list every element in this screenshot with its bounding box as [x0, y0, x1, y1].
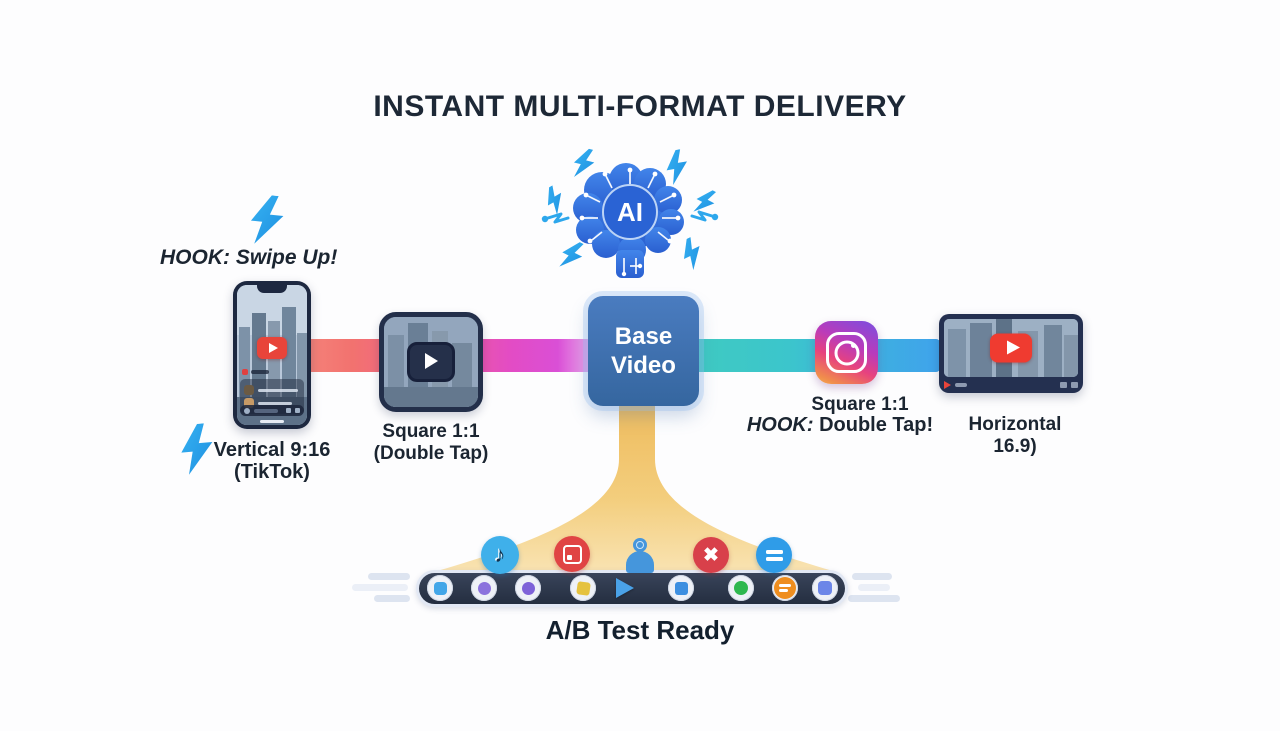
city-video-thumbnail — [237, 285, 307, 425]
hook-swipe-label: HOOK: Swipe Up! — [160, 246, 338, 269]
variant-app-icon[interactable] — [772, 575, 798, 601]
text-line-glyph — [765, 556, 783, 561]
play-control-icon[interactable] — [944, 380, 951, 389]
page-title: INSTANT MULTI-FORMAT DELIVERY — [373, 90, 907, 123]
fullscreen-control-icon[interactable] — [1071, 381, 1078, 388]
camera-lens-icon — [834, 340, 859, 365]
speed-line — [852, 573, 892, 580]
emoji-icon[interactable] — [244, 407, 250, 414]
blue-square-glyph — [818, 581, 832, 595]
square-format-line2: (Double Tap) — [373, 443, 489, 464]
speed-line — [352, 584, 408, 591]
avatar — [244, 385, 254, 395]
blue-square-glyph — [433, 581, 447, 595]
orange-text-glyph — [774, 577, 796, 599]
variant-app-icon[interactable] — [427, 575, 453, 601]
x-mark-icon[interactable]: ✖ — [693, 537, 729, 573]
camera-flash-dot — [851, 343, 856, 348]
ai-brain-icon: AI — [540, 146, 720, 278]
phone-notch — [257, 285, 287, 293]
phone-action-bar — [240, 405, 304, 416]
variant-app-icon[interactable] — [728, 575, 754, 601]
person-camera-icon[interactable] — [620, 538, 660, 574]
purple-circle-glyph — [477, 581, 491, 595]
ab-test-ready-label: A/B Test Ready — [545, 615, 735, 645]
funnel-shape — [437, 404, 833, 574]
square-video-tile — [379, 312, 483, 412]
purple-circle-glyph — [521, 581, 535, 595]
variant-app-icon[interactable] — [471, 575, 497, 601]
ribbon-right-gradient — [666, 339, 940, 372]
instagram-camera-glyph — [826, 332, 867, 373]
camera-head-glyph — [633, 538, 647, 552]
instagram-icon[interactable] — [815, 321, 878, 384]
square-format-label: Square 1:1 (Double Tap) — [351, 421, 511, 465]
green-circle-glyph — [734, 581, 748, 595]
ai-label: AI — [617, 197, 643, 227]
avatar — [244, 398, 254, 408]
square-format-line1: Square 1:1 — [382, 421, 480, 442]
speed-line — [368, 573, 410, 580]
speed-line — [374, 595, 410, 602]
share-icon[interactable] — [286, 408, 291, 413]
play-button-icon[interactable] — [407, 342, 455, 382]
instagram-format-label: Square 1:1 — [811, 394, 909, 415]
yellow-blob-glyph — [575, 580, 591, 596]
comment-text-line — [258, 388, 298, 392]
ab-test-conveyor-bar — [416, 570, 848, 607]
lightning-icon — [181, 423, 213, 475]
vertical-format-label: Vertical 9:16 (TikTok) — [192, 439, 352, 483]
live-badge — [242, 369, 269, 375]
youtube-play-icon[interactable] — [990, 333, 1032, 363]
hook-double-tap-label: HOOK: Double Tap! — [740, 414, 940, 437]
settings-control-icon[interactable] — [1060, 381, 1067, 388]
blue-box-glyph — [674, 581, 688, 595]
camera-glyph — [562, 544, 582, 564]
comment-row — [244, 398, 300, 408]
red-camera-icon[interactable] — [554, 536, 590, 572]
youtube-play-icon[interactable] — [257, 337, 287, 359]
progress-pill — [251, 370, 269, 374]
speed-line — [848, 595, 900, 602]
variant-app-icon[interactable] — [570, 575, 596, 601]
music-note-glyph: ♪ — [494, 542, 506, 567]
play-triangle-icon[interactable] — [616, 578, 634, 598]
subtitles-icon[interactable] — [756, 537, 792, 573]
base-video-line1: Base — [614, 323, 673, 350]
base-video-line2: Video — [611, 352, 676, 379]
comment-text-line — [258, 401, 292, 405]
more-icon[interactable] — [295, 408, 300, 413]
text-line-glyph — [765, 549, 783, 554]
comment-row — [244, 385, 300, 395]
base-video-box: Base Video — [588, 296, 699, 406]
horizontal-format-label: Horizontal 16.9) — [968, 414, 1062, 457]
person-body-glyph — [626, 551, 654, 573]
variant-app-icon[interactable] — [812, 575, 838, 601]
lightning-icon — [250, 195, 284, 244]
variant-app-icon[interactable] — [515, 575, 541, 601]
comment-input[interactable] — [254, 408, 278, 413]
tiktok-icon[interactable]: ♪ — [481, 536, 519, 574]
vertical-format-line1: Vertical 9:16 — [213, 439, 331, 461]
timestamp-pill — [955, 382, 967, 387]
hook-prefix: HOOK: — [746, 414, 814, 436]
speed-line — [858, 584, 890, 591]
variant-app-icon[interactable] — [668, 575, 694, 601]
x-glyph: ✖ — [703, 544, 719, 566]
hook-text: Double Tap! — [813, 414, 934, 436]
youtube-player-mockup — [939, 314, 1083, 393]
phone-screen — [237, 285, 307, 425]
vertical-format-line2: (TikTok) — [234, 461, 310, 483]
record-dot-icon — [242, 369, 248, 375]
player-controls — [944, 379, 1078, 390]
conveyor-inner — [419, 573, 845, 604]
player-screen — [944, 319, 1078, 377]
phone-mockup — [233, 281, 311, 429]
home-indicator — [260, 420, 284, 423]
